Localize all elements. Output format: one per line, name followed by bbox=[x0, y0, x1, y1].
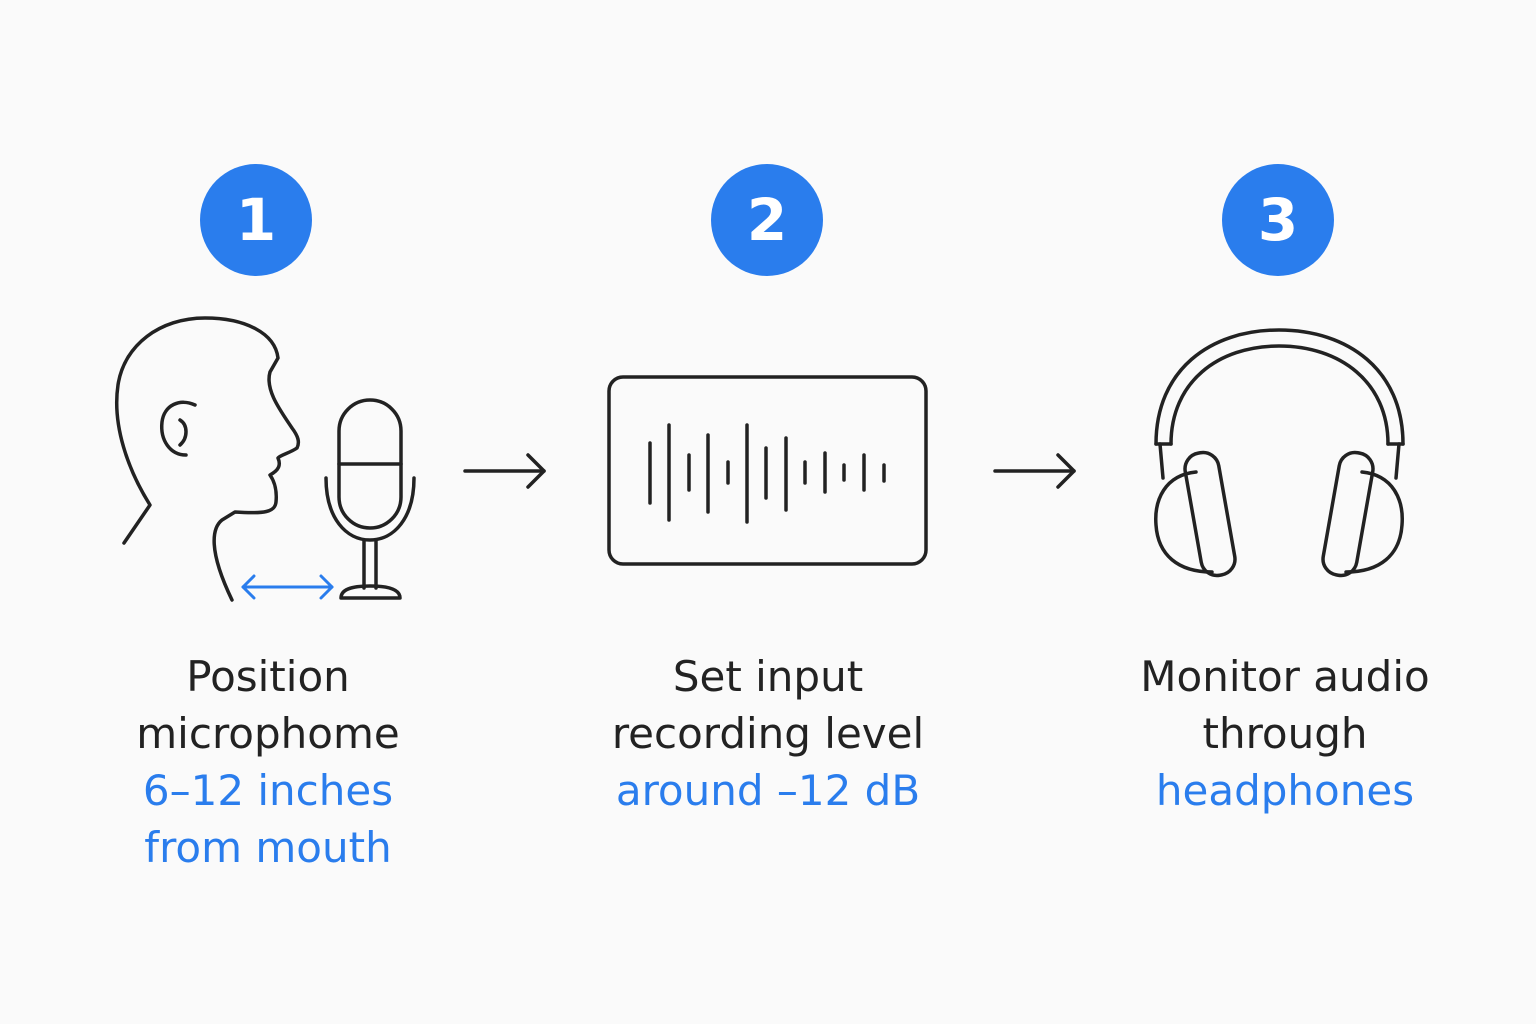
step-3-caption: Monitor audio through headphones bbox=[1075, 648, 1495, 819]
caption-highlight: headphones bbox=[1155, 766, 1415, 815]
person-profile-icon bbox=[115, 316, 301, 602]
caption-line: recording level bbox=[611, 709, 925, 758]
distance-arrow-icon bbox=[241, 574, 334, 600]
step-2-caption: Set input recording level around –12 dB bbox=[558, 648, 978, 819]
step-1-caption: Position microphome 6–12 inches from mou… bbox=[58, 648, 478, 876]
caption-highlight: around –12 dB bbox=[615, 766, 921, 815]
caption-line: Position bbox=[186, 652, 350, 701]
headphones-icon bbox=[1154, 328, 1405, 578]
step-2-badge: 2 bbox=[711, 164, 823, 276]
arrow-right-icon bbox=[463, 453, 546, 489]
waveform-icon bbox=[607, 375, 928, 566]
caption-highlight: 6–12 inches bbox=[142, 766, 394, 815]
caption-line: through bbox=[1202, 709, 1368, 758]
step-1-badge: 1 bbox=[200, 164, 312, 276]
caption-highlight: from mouth bbox=[144, 823, 392, 872]
caption-line: microphome bbox=[136, 709, 400, 758]
microphone-icon bbox=[324, 398, 416, 600]
step-3-badge: 3 bbox=[1222, 164, 1334, 276]
caption-line: Monitor audio bbox=[1140, 652, 1430, 701]
arrow-right-icon bbox=[993, 453, 1076, 489]
caption-line: Set input bbox=[672, 652, 864, 701]
